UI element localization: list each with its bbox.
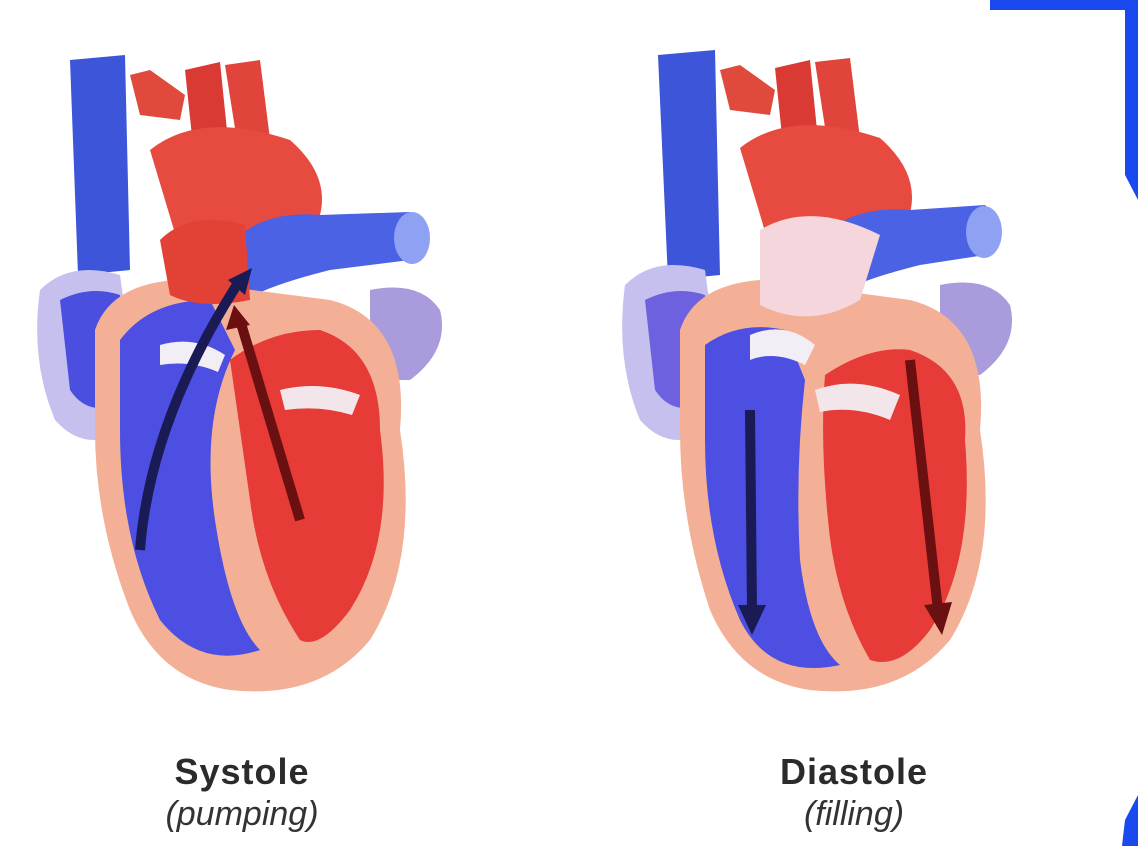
systole-caption: Systole (pumping) xyxy=(92,752,392,836)
diastole-label: Diastole xyxy=(704,752,1004,792)
diastole-heart-illustration xyxy=(580,0,1060,740)
diastole-note: (filling) xyxy=(704,792,1004,836)
systole-label: Systole xyxy=(92,752,392,792)
diastole-panel: Diastole (filling) xyxy=(580,0,1060,846)
pulmonary-artery xyxy=(230,212,420,300)
superior-vena-cava xyxy=(70,55,130,275)
systole-panel: Systole (pumping) xyxy=(0,0,560,846)
systole-note: (pumping) xyxy=(92,792,392,836)
superior-vena-cava xyxy=(658,50,720,280)
systole-heart-illustration xyxy=(0,0,560,740)
diastole-caption: Diastole (filling) xyxy=(704,752,1004,836)
right-ventricle-flow-arrow xyxy=(750,410,752,610)
